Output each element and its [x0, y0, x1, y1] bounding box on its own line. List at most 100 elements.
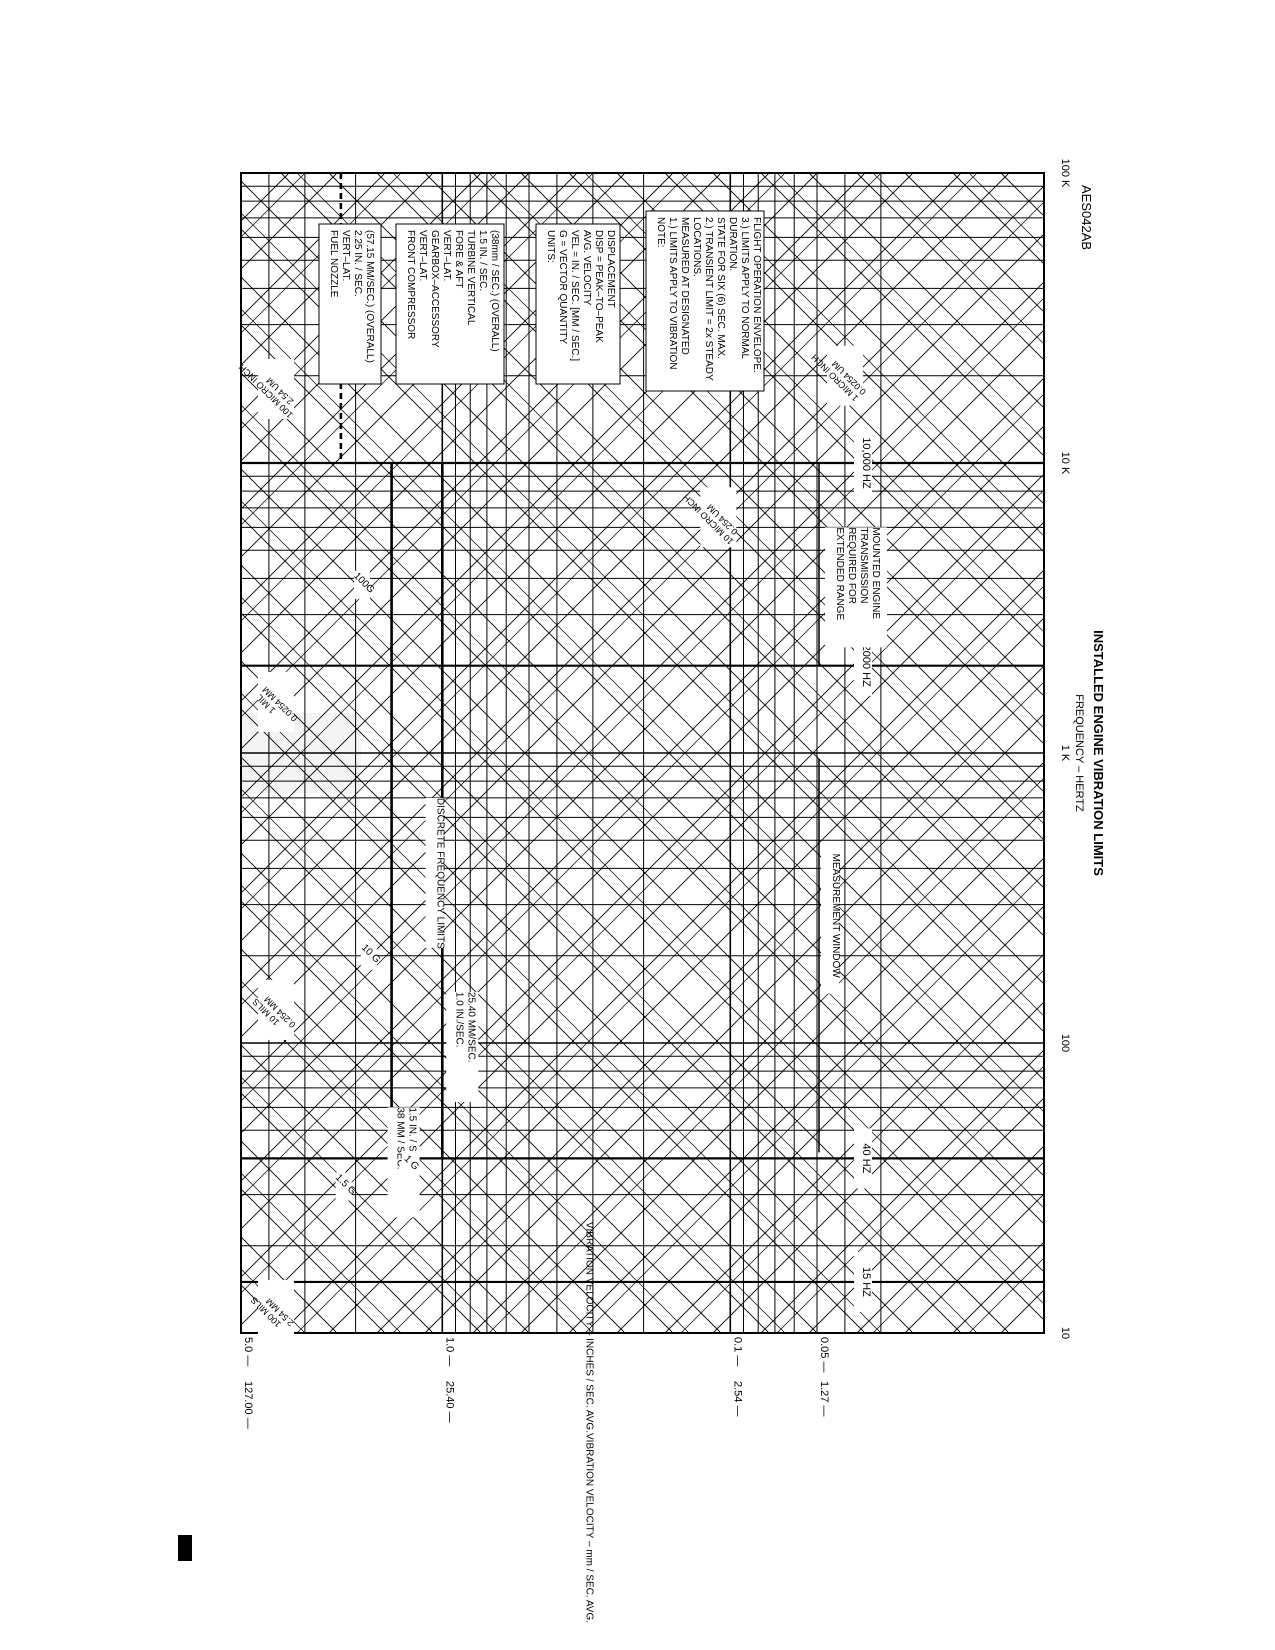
extended-range-label-line: MOUNTED ENGINE	[870, 527, 881, 619]
compressor-note-line: FORE & AFT	[453, 230, 464, 288]
measurement-window-label: MEASUREMENT WINDOW	[830, 854, 841, 979]
compressor-note-line: GEARBOX–ACCESSORY	[429, 230, 440, 348]
displacement-line	[0, 173, 209, 1333]
displacement-line	[241, 377, 1044, 1182]
y-tick-label-in: 0.05 —	[818, 1337, 830, 1372]
displacement-line	[392, 681, 1044, 1333]
acceleration-line	[808, 173, 1044, 409]
y-tick-label-mm: 1.27 —	[818, 1381, 830, 1416]
accel-label-bg	[354, 570, 371, 599]
acceleration-line	[241, 1076, 498, 1333]
acceleration-line	[760, 173, 1044, 457]
acceleration-line	[241, 788, 786, 1333]
general-note-line: 3.) LIMITS APPLY TO NORMAL	[739, 217, 750, 360]
general-note-line: 1.) LIMITS APPLY TO VIBRATION	[667, 217, 678, 369]
displacement-line	[241, 173, 242, 174]
displacement-line	[0, 173, 97, 1333]
frequency-marker-label: 2000 HZ	[860, 645, 872, 687]
displacement-line	[241, 233, 1044, 1038]
displacement-line	[296, 585, 1044, 1333]
fuel-nozzle-note-line: FUEL NOZZLE	[328, 230, 339, 298]
compressor-note-line: FRONT COMPRESSOR	[405, 230, 416, 339]
displacement-line	[760, 1049, 1044, 1333]
document-code: AES042AB	[1079, 185, 1094, 250]
displacement-line	[584, 873, 1044, 1333]
displacement-line	[808, 1097, 1044, 1333]
general-note-line: FLIGHT OPERATION ENVELOPE.	[751, 217, 762, 373]
disp-label-bg	[258, 671, 294, 732]
displacement-line	[328, 617, 1044, 1333]
extended-range-bg	[825, 527, 887, 648]
units-note-line: DISPLACEMENT	[605, 230, 616, 308]
chart-title: INSTALLED ENGINE VIBRATION LIMITS	[1091, 630, 1106, 876]
y-tick-label-mm: 25.40 —	[443, 1381, 455, 1423]
frequency-marker-label-bg	[854, 1251, 872, 1312]
x-tick-label: 100 K	[1059, 159, 1071, 188]
displacement-line	[0, 173, 193, 1333]
general-note-line: NOTE:	[655, 217, 666, 248]
units-note-line: DISP = PEAK–TO–PEAK	[593, 230, 604, 343]
displacement-line	[680, 969, 1044, 1333]
acceleration-line	[0, 173, 145, 1333]
disp-label-bg	[258, 979, 294, 1040]
acceleration-line	[241, 996, 578, 1333]
displacement-line	[241, 297, 1044, 1102]
acceleration-line	[616, 173, 1044, 601]
y-axis-title-in: VIBRATION VELOCITY – INCHES / SEC. AVG.	[583, 1222, 594, 1433]
displacement-line	[0, 173, 145, 1333]
compressor-note-line: TURBINE VERTICAL	[465, 230, 476, 326]
displacement-line	[0, 173, 17, 1333]
acceleration-line	[241, 900, 674, 1333]
fuel-nozzle-note-bg	[318, 223, 382, 385]
limit-25-label-line: 1.0 IN./SEC.	[453, 992, 464, 1048]
limit-25-label-line: 25.40 MM/SEC.	[465, 992, 476, 1063]
extended-range-label-line: REQUIRED FOR	[846, 527, 857, 604]
general-note-line: MEASURED AT DESIGNATED	[679, 217, 690, 355]
displacement-line	[241, 201, 1044, 1006]
x-tick-label: 1 K	[1059, 745, 1071, 762]
displacement-line	[241, 173, 578, 510]
frequency-marker-label-bg	[854, 635, 872, 696]
plot-frame	[240, 172, 1045, 1334]
acceleration-line	[584, 173, 1044, 633]
acceleration-line	[241, 948, 626, 1333]
displacement-line	[241, 393, 1044, 1198]
acceleration-line	[0, 173, 1, 1333]
displacement-line	[1097, 173, 1275, 1333]
acceleration-line	[1193, 173, 1275, 1333]
displacement-line	[241, 173, 978, 910]
acceleration-line	[241, 804, 770, 1333]
compressor-note-line: (38mm / SEC.) (OVERALL)	[489, 230, 500, 352]
y-tick-label-mm: 127.00 —	[242, 1381, 254, 1429]
displacement-line	[280, 569, 1044, 1333]
displacement-line	[1241, 173, 1275, 1333]
compressor-note-bg	[395, 223, 505, 385]
acceleration-line	[1241, 173, 1275, 1333]
measurement-window-bg	[821, 853, 839, 994]
acceleration-line	[241, 884, 690, 1333]
fuel-nozzle-note-line: (57.15 MM/SEC.) (OVERALL)	[364, 230, 375, 363]
accel-label-bg	[401, 1150, 418, 1179]
acceleration-line	[1161, 173, 1275, 1333]
displacement-line	[0, 173, 1, 1333]
displacement-line	[568, 857, 1044, 1333]
compressor-note-line: VERT–LAT.	[417, 230, 428, 281]
displacement-line	[241, 173, 962, 894]
displacement-line	[241, 473, 1044, 1278]
accel-label-bg	[335, 1172, 352, 1201]
units-note-line: UNITS:	[545, 230, 556, 263]
extended-range-label-line: EXTENDED RANGE	[834, 527, 845, 620]
units-note-line: AVG. VELOCITY	[581, 230, 592, 306]
x-tick-label: 10	[1059, 1327, 1071, 1339]
displacement-line	[1161, 173, 1275, 1333]
displacement-line	[241, 173, 498, 430]
displacement-line	[376, 665, 1044, 1333]
acceleration-line	[241, 1092, 482, 1333]
y-axis-title-mm: VIBRATION VELOCITY – mm / SEC. AVG.	[583, 1433, 594, 1623]
acceleration-line	[1097, 173, 1275, 1333]
y-tick-label-mm: 2.54 —	[731, 1381, 743, 1416]
y-tick-label-in: 0.1 —	[731, 1337, 743, 1366]
corner-registration-mark	[178, 1535, 192, 1561]
acceleration-line	[0, 173, 113, 1333]
